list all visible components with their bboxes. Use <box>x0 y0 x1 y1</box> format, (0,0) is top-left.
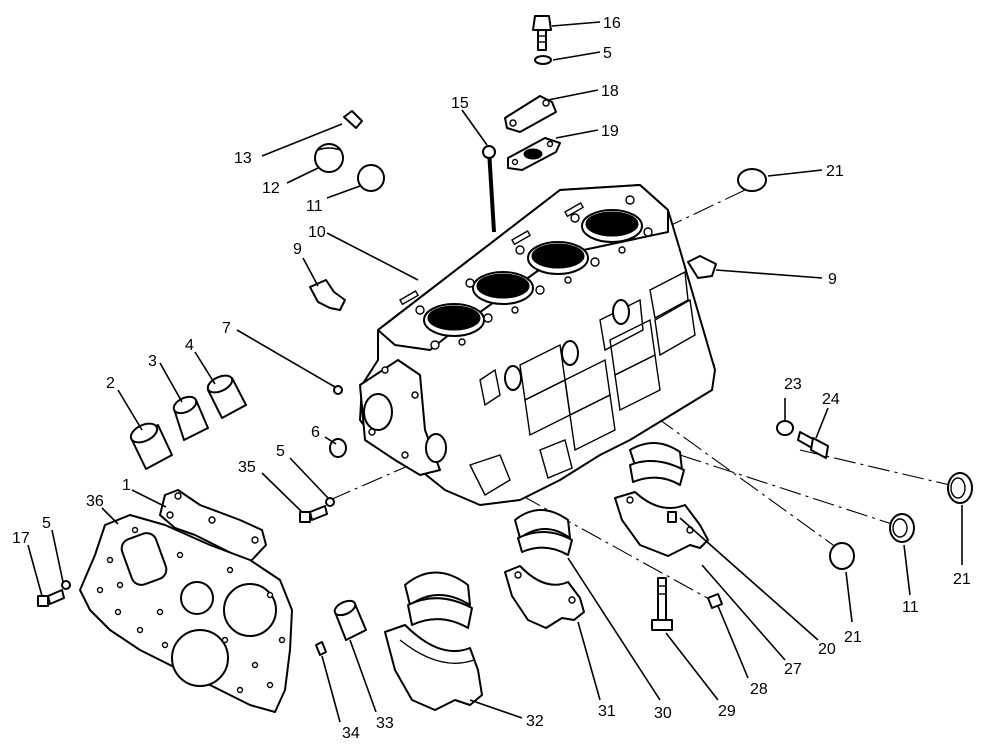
plug-21-top <box>737 168 767 192</box>
callout-36: 36 <box>86 493 104 510</box>
callout-24: 24 <box>822 391 840 408</box>
callout-31: 31 <box>598 703 616 720</box>
bolt-29 <box>651 577 673 631</box>
pin-13 <box>343 110 363 129</box>
dowel-20 <box>667 511 677 523</box>
callout-21-top: 21 <box>826 163 844 180</box>
callout-4: 4 <box>185 337 194 354</box>
bolt-35 <box>299 505 328 523</box>
set-screw-28 <box>707 593 723 609</box>
callout-21-right: 21 <box>953 571 971 588</box>
callout-18: 18 <box>601 83 619 100</box>
callout-30: 30 <box>654 705 672 722</box>
bearing-cap-32 <box>384 624 483 711</box>
bolt-17 <box>37 589 65 607</box>
plug-7 <box>333 385 343 395</box>
callout-3: 3 <box>148 353 157 370</box>
callout-7: 7 <box>222 320 231 337</box>
bolt-16 <box>532 15 552 51</box>
callout-21-bottom: 21 <box>844 629 862 646</box>
bushing-3 <box>172 395 209 441</box>
washer-5-top <box>534 55 552 65</box>
callout-28: 28 <box>750 681 768 698</box>
bushing-33 <box>333 599 367 641</box>
callout-5-top: 5 <box>603 45 612 62</box>
bolt-24 <box>797 431 829 459</box>
callout-11-bottom: 11 <box>902 599 919 616</box>
callout-27: 27 <box>784 661 802 678</box>
deck-holes <box>415 195 653 350</box>
bearing-shell-32 <box>404 571 473 629</box>
leader-lines <box>27 21 963 723</box>
callout-9-left: 9 <box>293 241 302 258</box>
callout-1: 1 <box>122 477 131 494</box>
washer-23 <box>776 420 794 436</box>
callout-13: 13 <box>234 150 252 167</box>
callout-23: 23 <box>784 376 802 393</box>
fitting-9-right <box>687 255 717 279</box>
bushing-4 <box>206 374 247 419</box>
bearing-cap-27 <box>614 491 709 557</box>
callout-34: 34 <box>342 725 360 742</box>
callout-17: 17 <box>12 530 30 547</box>
callout-5-mid: 5 <box>276 443 285 460</box>
plug-12 <box>314 143 344 173</box>
callout-9-right: 9 <box>828 271 837 288</box>
bushing-2 <box>129 422 173 470</box>
cylinder-block <box>359 184 716 506</box>
callout-2: 2 <box>106 375 115 392</box>
callout-15: 15 <box>451 95 469 112</box>
front-plate-holes <box>96 526 286 694</box>
callout-10: 10 <box>308 224 326 241</box>
callout-35: 35 <box>238 459 256 476</box>
bearing-shell-30 <box>514 509 573 556</box>
callout-5-left: 5 <box>42 515 51 532</box>
seal-21-right <box>947 472 973 504</box>
callout-19: 19 <box>601 123 619 140</box>
callout-labels: 16 5 18 15 19 13 12 11 21 9 10 9 7 4 3 2… <box>12 15 971 742</box>
bearing-cap-31 <box>504 565 585 629</box>
bearing-shell-upper-right <box>629 442 685 486</box>
callout-20: 20 <box>818 641 836 658</box>
front-plate <box>79 514 293 713</box>
callout-32: 32 <box>526 713 544 730</box>
gasket <box>507 137 561 171</box>
plug-11-top <box>357 164 385 192</box>
fitting-9-left <box>309 279 346 311</box>
callout-33: 33 <box>376 715 394 732</box>
callout-11-top: 11 <box>306 198 323 215</box>
callout-29: 29 <box>718 703 736 720</box>
washer-5-left <box>61 580 71 590</box>
plug-21-bottom <box>829 542 855 570</box>
callout-16: 16 <box>603 15 621 32</box>
pin-34 <box>315 641 327 656</box>
callout-6: 6 <box>311 424 320 441</box>
callout-12: 12 <box>262 180 280 197</box>
washer-5-mid <box>325 497 335 507</box>
seal-11-bottom <box>889 513 915 543</box>
dipstick <box>482 145 496 233</box>
cover-plate <box>504 95 557 133</box>
